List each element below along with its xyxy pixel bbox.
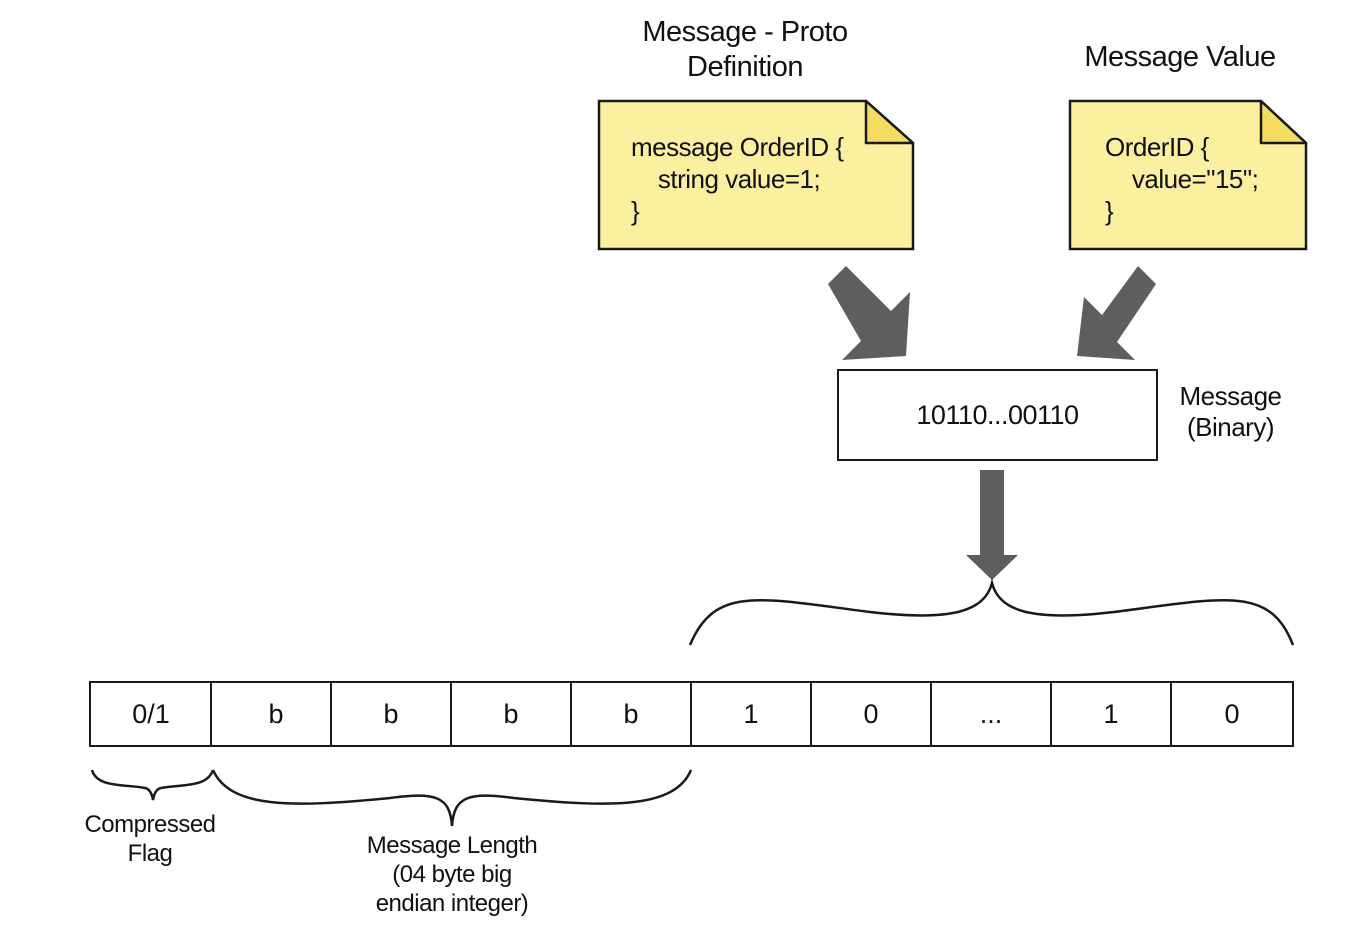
frame-cell-message-bit: 1 bbox=[743, 698, 759, 729]
message-value-title: Message Value bbox=[1060, 40, 1300, 75]
binary-label-line1: Message bbox=[1179, 381, 1283, 411]
proto-code: message OrderID { string value=1;} bbox=[631, 132, 844, 228]
message-length-label: Message Length (04 byte big endian integ… bbox=[352, 832, 552, 918]
binary-message-text: 10110...00110 bbox=[916, 399, 1079, 430]
value-note-fold bbox=[1259, 99, 1308, 145]
frame-cell-ellipsis: ... bbox=[979, 698, 1003, 729]
message-length-brace bbox=[211, 769, 693, 827]
frame-cell-length-byte: b bbox=[268, 698, 284, 729]
frame-cell-length-byte: b bbox=[503, 698, 519, 729]
binary-label-line2: (Binary) bbox=[1186, 412, 1275, 443]
message-length-line2: (04 byte big bbox=[392, 860, 512, 888]
proto-title-line2: Definition bbox=[687, 50, 803, 83]
frame-cell-message-bit: 0 bbox=[863, 698, 879, 729]
arrow-value-to-binary bbox=[1077, 266, 1156, 360]
frame-cell-length-byte: b bbox=[383, 698, 399, 729]
value-code-line: } bbox=[1105, 195, 1114, 226]
frame-cell-message-bit: 0 bbox=[1224, 698, 1240, 729]
arrow-proto-to-binary bbox=[828, 266, 910, 360]
arrow-binary-to-frame bbox=[966, 470, 1018, 580]
compressed-flag-label: Compressed Flag bbox=[70, 811, 230, 869]
value-title-line: Message Value bbox=[1084, 41, 1276, 73]
value-code: OrderID { value="15";} bbox=[1105, 132, 1259, 228]
frame-cell-message-bit: 1 bbox=[1103, 698, 1119, 729]
message-length-line3: endian integer) bbox=[375, 889, 529, 917]
proto-code-line: } bbox=[631, 195, 640, 226]
value-code-line: value="15"; bbox=[1105, 163, 1259, 194]
binary-message-box bbox=[837, 369, 1158, 461]
value-code-line: OrderID { bbox=[1105, 132, 1209, 162]
proto-code-line: message OrderID { bbox=[631, 132, 844, 162]
proto-code-line: string value=1; bbox=[631, 163, 821, 194]
binary-message-label: Message (Binary) bbox=[1168, 381, 1293, 443]
proto-definition-note bbox=[597, 99, 915, 251]
frame-cell-length-byte: b bbox=[623, 698, 639, 729]
proto-definition-title: Message - Proto Definition bbox=[600, 15, 890, 85]
compressed-flag-line1: Compressed bbox=[84, 811, 216, 838]
compressed-flag-brace bbox=[90, 769, 215, 801]
frame-cell-flag: 0/1 bbox=[132, 698, 170, 729]
proto-title-line1: Message - Proto bbox=[642, 16, 848, 48]
message-value-note bbox=[1068, 99, 1308, 251]
frame-row bbox=[89, 681, 1294, 747]
message-length-line1: Message Length bbox=[366, 832, 538, 859]
compressed-flag-line2: Flag bbox=[127, 839, 173, 867]
proto-note-fold bbox=[864, 99, 915, 145]
message-bytes-brace bbox=[688, 578, 1295, 646]
